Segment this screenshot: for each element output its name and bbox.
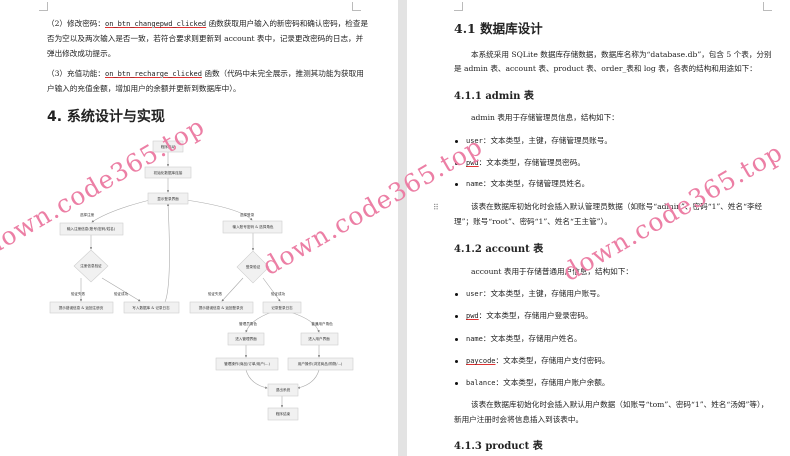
paragraph-line: （3）充值功能：on_btn_recharge_clicked 函数（代码中未完… bbox=[47, 69, 364, 78]
heading-4-1-2: 4.1.2 account 表 bbox=[454, 244, 544, 255]
heading-4-1-3: 4.1.3 product 表 bbox=[454, 441, 543, 452]
list-item: user：文本类型，主键，存储管理员账号。 bbox=[466, 136, 612, 145]
flow-node-user-ops bbox=[287, 357, 354, 371]
svg-text:选择登录: 选择登录 bbox=[240, 212, 255, 217]
crop-mark bbox=[763, 2, 772, 11]
svg-text:写入数据库 & 记录日志: 写入数据库 & 记录日志 bbox=[132, 305, 170, 310]
svg-text:验证失败: 验证失败 bbox=[208, 291, 223, 296]
svg-text:管理操作(商品/订单/用户/...): 管理操作(商品/订单/用户/...) bbox=[224, 361, 270, 366]
flow-node-reg-verify bbox=[73, 249, 109, 283]
section-heading: 4. 系统设计与实现 bbox=[47, 109, 165, 125]
flow-node-init-db bbox=[144, 166, 192, 179]
svg-text:退出系统: 退出系统 bbox=[276, 387, 291, 392]
svg-text:普通用户角色: 普通用户角色 bbox=[311, 321, 333, 326]
paragraph-line: 理”；账号“root”、密码“1”、姓名“王主管”）。 bbox=[454, 217, 612, 226]
svg-text:验证成功: 验证成功 bbox=[114, 291, 129, 296]
flow-node-reg-input bbox=[59, 222, 124, 236]
crop-mark bbox=[454, 2, 463, 11]
bullet bbox=[455, 162, 458, 165]
svg-text:进入用户界面: 进入用户界面 bbox=[308, 336, 330, 341]
flow-node-end bbox=[267, 407, 299, 421]
svg-text:记录登录日志: 记录登录日志 bbox=[271, 305, 293, 310]
svg-text:验证成功: 验证成功 bbox=[271, 291, 286, 296]
svg-text:显示登录界面: 显示登录界面 bbox=[157, 196, 179, 201]
svg-text:管理员角色: 管理员角色 bbox=[239, 321, 257, 326]
flow-node-admin-ui bbox=[227, 332, 265, 346]
paragraph-line: 该表在数据库初始化时会插入默认用户数据（如账号“tom”、密码“1”、姓名“汤姆… bbox=[471, 400, 769, 409]
flow-node-login-log bbox=[262, 301, 302, 314]
flowchart: 程序启动 初始化数据库连接 显示登录界面 输入注册信息(账号/密码/姓名) 注册… bbox=[49, 140, 354, 421]
right-page: 4.1 数据库设计 本系统采用 SQLite 数据库存储数据，数据库名称为“da… bbox=[407, 0, 790, 456]
paragraph-line: 该表在数据库初始化时会插入默认管理员数据（如账号“admin”、密码“1”、姓名… bbox=[471, 202, 763, 211]
paragraph-line: 弹出修改成功提示。 bbox=[47, 49, 116, 58]
svg-text:用户操作(浏览商品/购物/...): 用户操作(浏览商品/购物/...) bbox=[298, 361, 343, 366]
flow-node-user-ui bbox=[300, 332, 339, 346]
svg-text:选择注册: 选择注册 bbox=[80, 212, 95, 217]
svg-text:程序启动: 程序启动 bbox=[161, 144, 176, 149]
bullet bbox=[455, 360, 458, 363]
svg-text:验证失败: 验证失败 bbox=[71, 291, 86, 296]
flow-node-reg-fail bbox=[49, 301, 114, 314]
flow-node-show-login bbox=[147, 192, 189, 205]
heading-4-1: 4.1 数据库设计 bbox=[454, 21, 543, 36]
flow-node-exit bbox=[267, 383, 299, 397]
paragraph-line: 本系统采用 SQLite 数据库存储数据，数据库名称为“database.db”… bbox=[471, 50, 772, 59]
svg-text:提示错误信息 & 返回登录页: 提示错误信息 & 返回登录页 bbox=[199, 305, 244, 310]
flow-node-login-verify bbox=[236, 250, 270, 284]
flow-node-admin-ops bbox=[215, 357, 279, 371]
paragraph-line: 是 admin 表、account 表、product 表、order_表和 l… bbox=[454, 64, 757, 73]
svg-text:提示错误信息 & 返回注册页: 提示错误信息 & 返回注册页 bbox=[59, 305, 104, 310]
list-item: user：文本类型，主键，存储用户账号。 bbox=[466, 289, 605, 298]
left-page: （2）修改密码：on_btn_changepwd_clicked 函数获取用户输… bbox=[0, 0, 398, 456]
paragraph-line: 否为空以及两次输入是否一致，若符合要求则更新到 account 表中，记录更改密… bbox=[47, 34, 364, 43]
paragraph-line: 新用户注册时会将信息插入到该表中。 bbox=[454, 415, 584, 424]
flow-node-reg-write bbox=[123, 301, 180, 314]
list-item: paycode：文本类型，存储用户支付密码。 bbox=[466, 356, 610, 365]
bullet bbox=[455, 315, 458, 318]
bullet bbox=[455, 140, 458, 143]
flow-node-start bbox=[152, 140, 184, 153]
svg-text:初始化数据库连接: 初始化数据库连接 bbox=[154, 170, 183, 175]
crop-mark bbox=[352, 2, 361, 11]
bullet bbox=[455, 183, 458, 186]
paragraph-line: 户输入的充值金额，增加用户的余额并更新到数据库中）。 bbox=[47, 84, 241, 93]
list-item: name：文本类型，存储管理员姓名。 bbox=[466, 179, 590, 188]
flow-node-login-input bbox=[222, 220, 283, 234]
svg-text:登录验证: 登录验证 bbox=[246, 264, 261, 269]
bullet bbox=[455, 338, 458, 341]
svg-text:输入注册信息(账号/密码/姓名): 输入注册信息(账号/密码/姓名) bbox=[67, 226, 116, 231]
list-item: name：文本类型，存储用户姓名。 bbox=[466, 334, 582, 343]
crop-mark bbox=[39, 2, 48, 11]
paragraph-line: （2）修改密码：on_btn_changepwd_clicked 函数获取用户输… bbox=[47, 19, 369, 28]
list-item: pwd：文本类型，存储管理员密码。 bbox=[466, 158, 585, 167]
heading-4-1-1: 4.1.1 admin 表 bbox=[454, 91, 534, 102]
list-item: pwd：文本类型，存储用户登录密码。 bbox=[466, 311, 593, 320]
svg-text:程序结束: 程序结束 bbox=[276, 411, 291, 416]
svg-text:进入管理界面: 进入管理界面 bbox=[235, 336, 257, 341]
list-item: balance：文本类型，存储用户账户余额。 bbox=[466, 378, 610, 387]
bullet bbox=[455, 293, 458, 296]
svg-text:输入账号密码 & 选择角色: 输入账号密码 & 选择角色 bbox=[232, 224, 273, 229]
svg-text:注册信息验证: 注册信息验证 bbox=[80, 263, 102, 268]
flow-node-login-fail bbox=[189, 301, 254, 314]
drag-handle-icon[interactable]: ⠿ bbox=[433, 203, 439, 212]
paragraph-line: admin 表用于存储管理员信息，结构如下： bbox=[471, 113, 619, 122]
bullet bbox=[455, 382, 458, 385]
paragraph-line: account 表用于存储普通用户信息，结构如下： bbox=[471, 267, 633, 276]
